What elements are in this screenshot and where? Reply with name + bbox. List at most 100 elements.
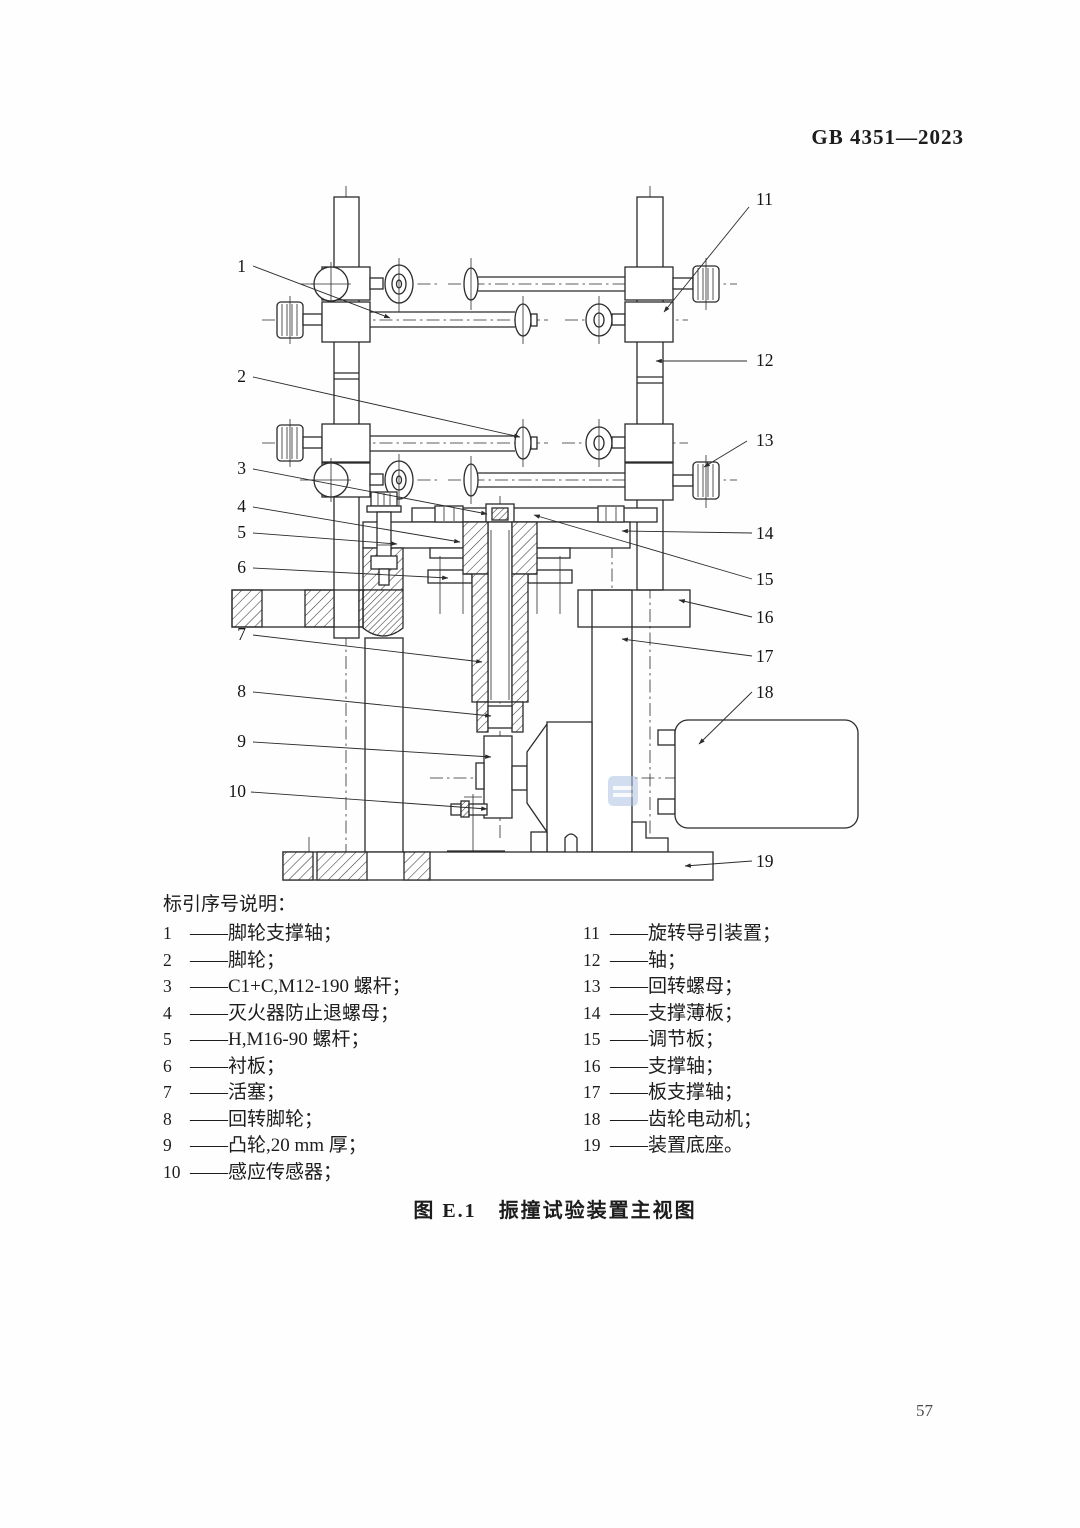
leader-lines (250, 206, 753, 868)
base-plate (282, 837, 714, 881)
watermark (608, 776, 638, 806)
callout-7: 7 (237, 624, 246, 644)
legend-item: 15——调节板； (583, 1026, 781, 1053)
callout-18: 18 (756, 682, 774, 702)
piston-assembly (462, 521, 538, 819)
legend-item: 2——脚轮； (163, 947, 411, 974)
legend-item-dash: —— (610, 1108, 648, 1130)
legend-item-number: 18 (583, 1108, 601, 1129)
legend-item-label: 轴； (648, 949, 687, 971)
legend-item-label: H,M16-90 螺杆； (228, 1029, 370, 1050)
right-support-block (577, 589, 691, 628)
callout-10: 10 (229, 781, 247, 801)
legend-item: 19——装置底座。 (583, 1132, 781, 1159)
callout-8: 8 (237, 681, 246, 701)
callout-11: 11 (756, 189, 773, 209)
legend-item: 16 ——支撑轴； (583, 1053, 781, 1080)
callout-16: 16 (756, 607, 774, 627)
legend-item-dash: —— (190, 1055, 228, 1077)
legend-item-label: 齿轮电动机； (648, 1108, 763, 1130)
legend-item-number: 17 (583, 1082, 601, 1102)
legend: 标引序号说明： 1——脚轮支撑轴； 2——脚轮； 3——C1+C,M12-190… (163, 892, 983, 1183)
callout-12: 12 (756, 350, 774, 370)
legend-item: 10——感应传感器； (163, 1159, 411, 1186)
left-support-bracket (231, 589, 364, 628)
gear-motor (511, 719, 859, 853)
callout-13: 13 (756, 430, 774, 450)
legend-right-column: 11——旋转导引装置； 12——轴； 13——回转螺母； 14——支撑薄板； 1… (583, 920, 781, 1159)
legend-title: 标引序号说明： (163, 894, 297, 915)
legend-item-dash: —— (190, 923, 228, 944)
legend-item-number: 6 (163, 1055, 172, 1076)
legend-item: 18 ——齿轮电动机； (583, 1106, 781, 1133)
legend-item: 8 ——回转脚轮； (163, 1106, 411, 1133)
callout-3: 3 (237, 458, 246, 478)
legend-item-dash: —— (190, 976, 228, 997)
legend-item-number: 3 (163, 976, 172, 996)
callout-15: 15 (756, 569, 774, 589)
legend-item-dash: —— (610, 1055, 648, 1077)
legend-item-dash: —— (190, 1108, 228, 1130)
legend-item-number: 11 (583, 923, 600, 943)
right-clamp-assemblies (463, 258, 720, 508)
callout-6: 6 (237, 557, 246, 577)
callout-19: 19 (756, 851, 774, 871)
legend-item-label: 支撑轴； (648, 1055, 725, 1077)
callout-numbers: 1 2 3 4 5 6 7 8 9 10 11 12 13 14 15 16 1… (229, 189, 774, 871)
legend-item-label: 脚轮支撑轴； (228, 923, 343, 944)
legend-item-dash: —— (610, 923, 648, 944)
induction-sensor (447, 794, 505, 852)
legend-item-dash: —— (610, 1002, 648, 1024)
legend-item-dash: —— (190, 1029, 228, 1050)
legend-item: 14 ——支撑薄板； (583, 1000, 781, 1027)
callout-9: 9 (237, 731, 246, 751)
legend-item: 12 ——轴； (583, 947, 781, 974)
legend-item-label: 支撑薄板； (648, 1002, 744, 1024)
legend-item: 7——活塞； (163, 1079, 411, 1106)
callout-17: 17 (756, 646, 774, 666)
legend-item-label: 活塞； (228, 1082, 286, 1103)
legend-item-dash: —— (190, 1161, 228, 1183)
legend-item-dash: —— (190, 1135, 228, 1156)
figure-caption: 图 E.1 振撞试验装置主视图 (413, 1200, 697, 1222)
legend-item-label: 板支撑轴； (648, 1082, 744, 1103)
legend-item-label: 衬板； (228, 1055, 286, 1077)
legend-item-dash: —— (190, 1082, 228, 1103)
legend-item-number: 2 (163, 949, 172, 970)
legend-item-number: 12 (583, 949, 601, 970)
legend-item-dash: —— (610, 976, 648, 997)
legend-item-number: 16 (583, 1055, 601, 1076)
legend-item-number: 19 (583, 1135, 601, 1155)
legend-item-label: 旋转导引装置； (648, 923, 782, 944)
legend-item-dash: —— (610, 949, 648, 971)
legend-item-number: 9 (163, 1135, 172, 1155)
legend-item-number: 8 (163, 1108, 172, 1129)
legend-item: 11 ——旋转导引装置； (583, 920, 781, 947)
standard-code-header: GB 4351—2023 (811, 125, 964, 149)
legend-item-label: 回转脚轮； (228, 1108, 324, 1130)
legend-item: 17 ——板支撑轴； (583, 1079, 781, 1106)
page-number: 57 (916, 1401, 933, 1420)
legend-item: 3 ——C1+C,M12-190 螺杆； (163, 973, 411, 1000)
legend-item-number: 4 (163, 1002, 172, 1023)
legend-item-label: 感应传感器； (228, 1161, 343, 1183)
legend-item-number: 14 (583, 1002, 601, 1023)
legend-item-dash: —— (610, 1082, 648, 1103)
legend-item: 5——H,M16-90 螺杆； (163, 1026, 411, 1053)
callout-5: 5 (237, 522, 246, 542)
legend-item-number: 13 (583, 976, 601, 996)
legend-item-number: 15 (583, 1029, 601, 1049)
figure-e1-drawing: 1 2 3 4 5 6 7 8 9 10 11 12 13 14 15 16 1… (229, 186, 859, 881)
legend-item-label: 回转螺母； (648, 976, 744, 997)
callout-14: 14 (756, 523, 774, 543)
callout-2: 2 (237, 366, 246, 386)
left-bolt-block (362, 491, 404, 637)
legend-item-label: C1+C,M12-190 螺杆； (228, 976, 411, 997)
legend-item-dash: —— (190, 1002, 228, 1024)
legend-item: 4 ——灭火器防止退螺母； (163, 1000, 411, 1027)
legend-item-label: 灭火器防止退螺母； (228, 1002, 400, 1024)
legend-item-label: 凸轮,20 mm 厚； (228, 1135, 367, 1156)
legend-item: 13 ——回转螺母； (583, 973, 781, 1000)
legend-item-label: 装置底座。 (648, 1135, 744, 1156)
